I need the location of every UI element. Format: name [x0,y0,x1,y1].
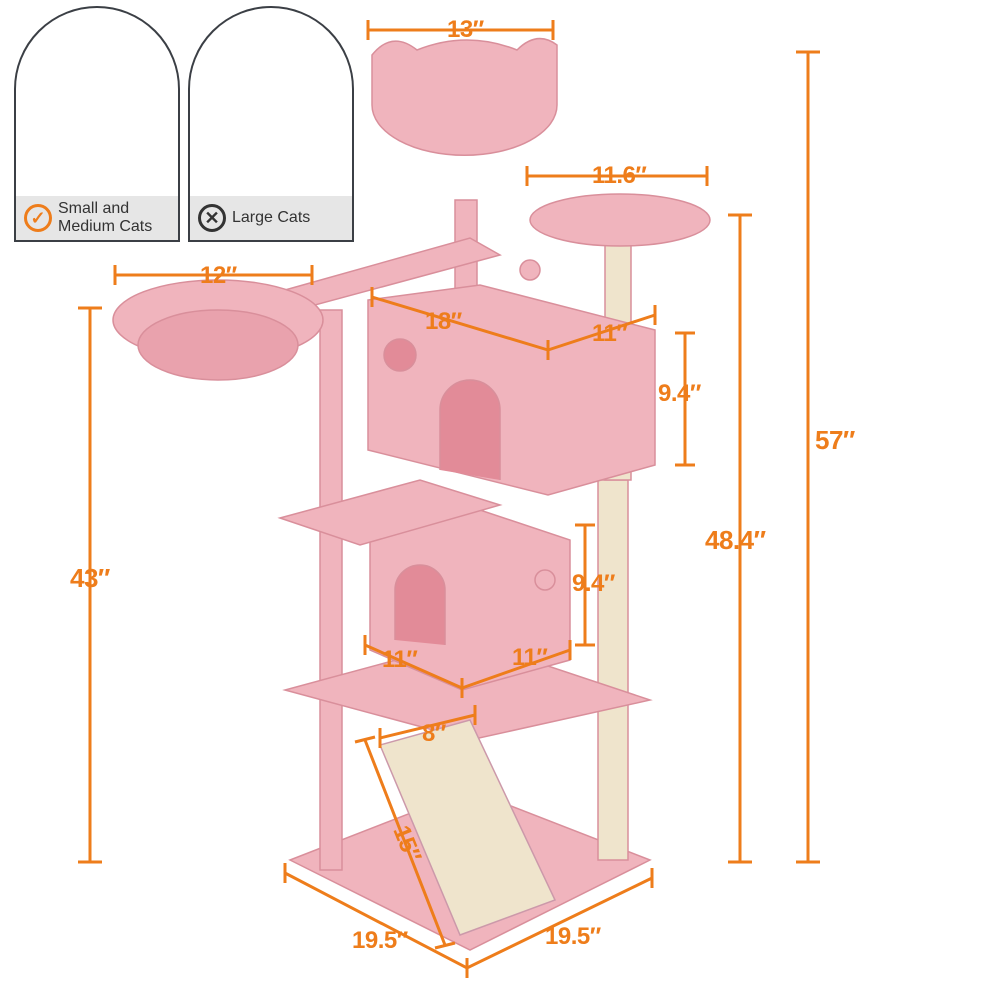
x-circle-icon: ✕ [198,204,226,232]
pom-pom-toy [534,569,556,591]
sisal-post-right [597,479,629,861]
dimension-label: 11″ [382,646,418,673]
dimension-label: 11″ [592,320,628,347]
dimension-label: 48.4″ [705,525,766,555]
dimension-label: 57″ [815,425,855,455]
dimension-label: 13″ [447,16,484,43]
dimension-label: 12″ [200,262,237,289]
post-left [319,309,343,871]
dimension-lines [78,20,820,978]
upper-condo-window [383,338,417,372]
dimension-label: 19.5″ [352,927,408,954]
dimension-label: 9.4″ [658,380,701,407]
badge-large-cats: ✕ Large Cats [188,6,354,242]
round-platform [529,193,711,247]
dimension-label: 9.4″ [572,570,615,597]
check-circle-icon: ✓ [24,204,52,232]
dimension-label: 11.6″ [592,162,647,189]
dimension-label: 43″ [70,563,110,593]
badge-label: Large Cats [232,209,311,226]
scratching-ramp [378,719,557,936]
dimension-label: 11″ [512,644,548,671]
dimension-label: 8″ [422,720,446,747]
mid-platform [277,479,503,546]
top-perch [371,37,558,156]
badge-small-medium-cats: ✓ Small and Medium Cats [14,6,180,242]
badge-label: Small and Medium Cats [58,200,153,235]
pom-pom-toy [519,259,541,281]
dimension-label: 18″ [425,308,462,335]
dimension-label: 19.5″ [545,923,601,950]
upper-condo-door [439,379,501,480]
lower-condo-door [394,564,446,645]
